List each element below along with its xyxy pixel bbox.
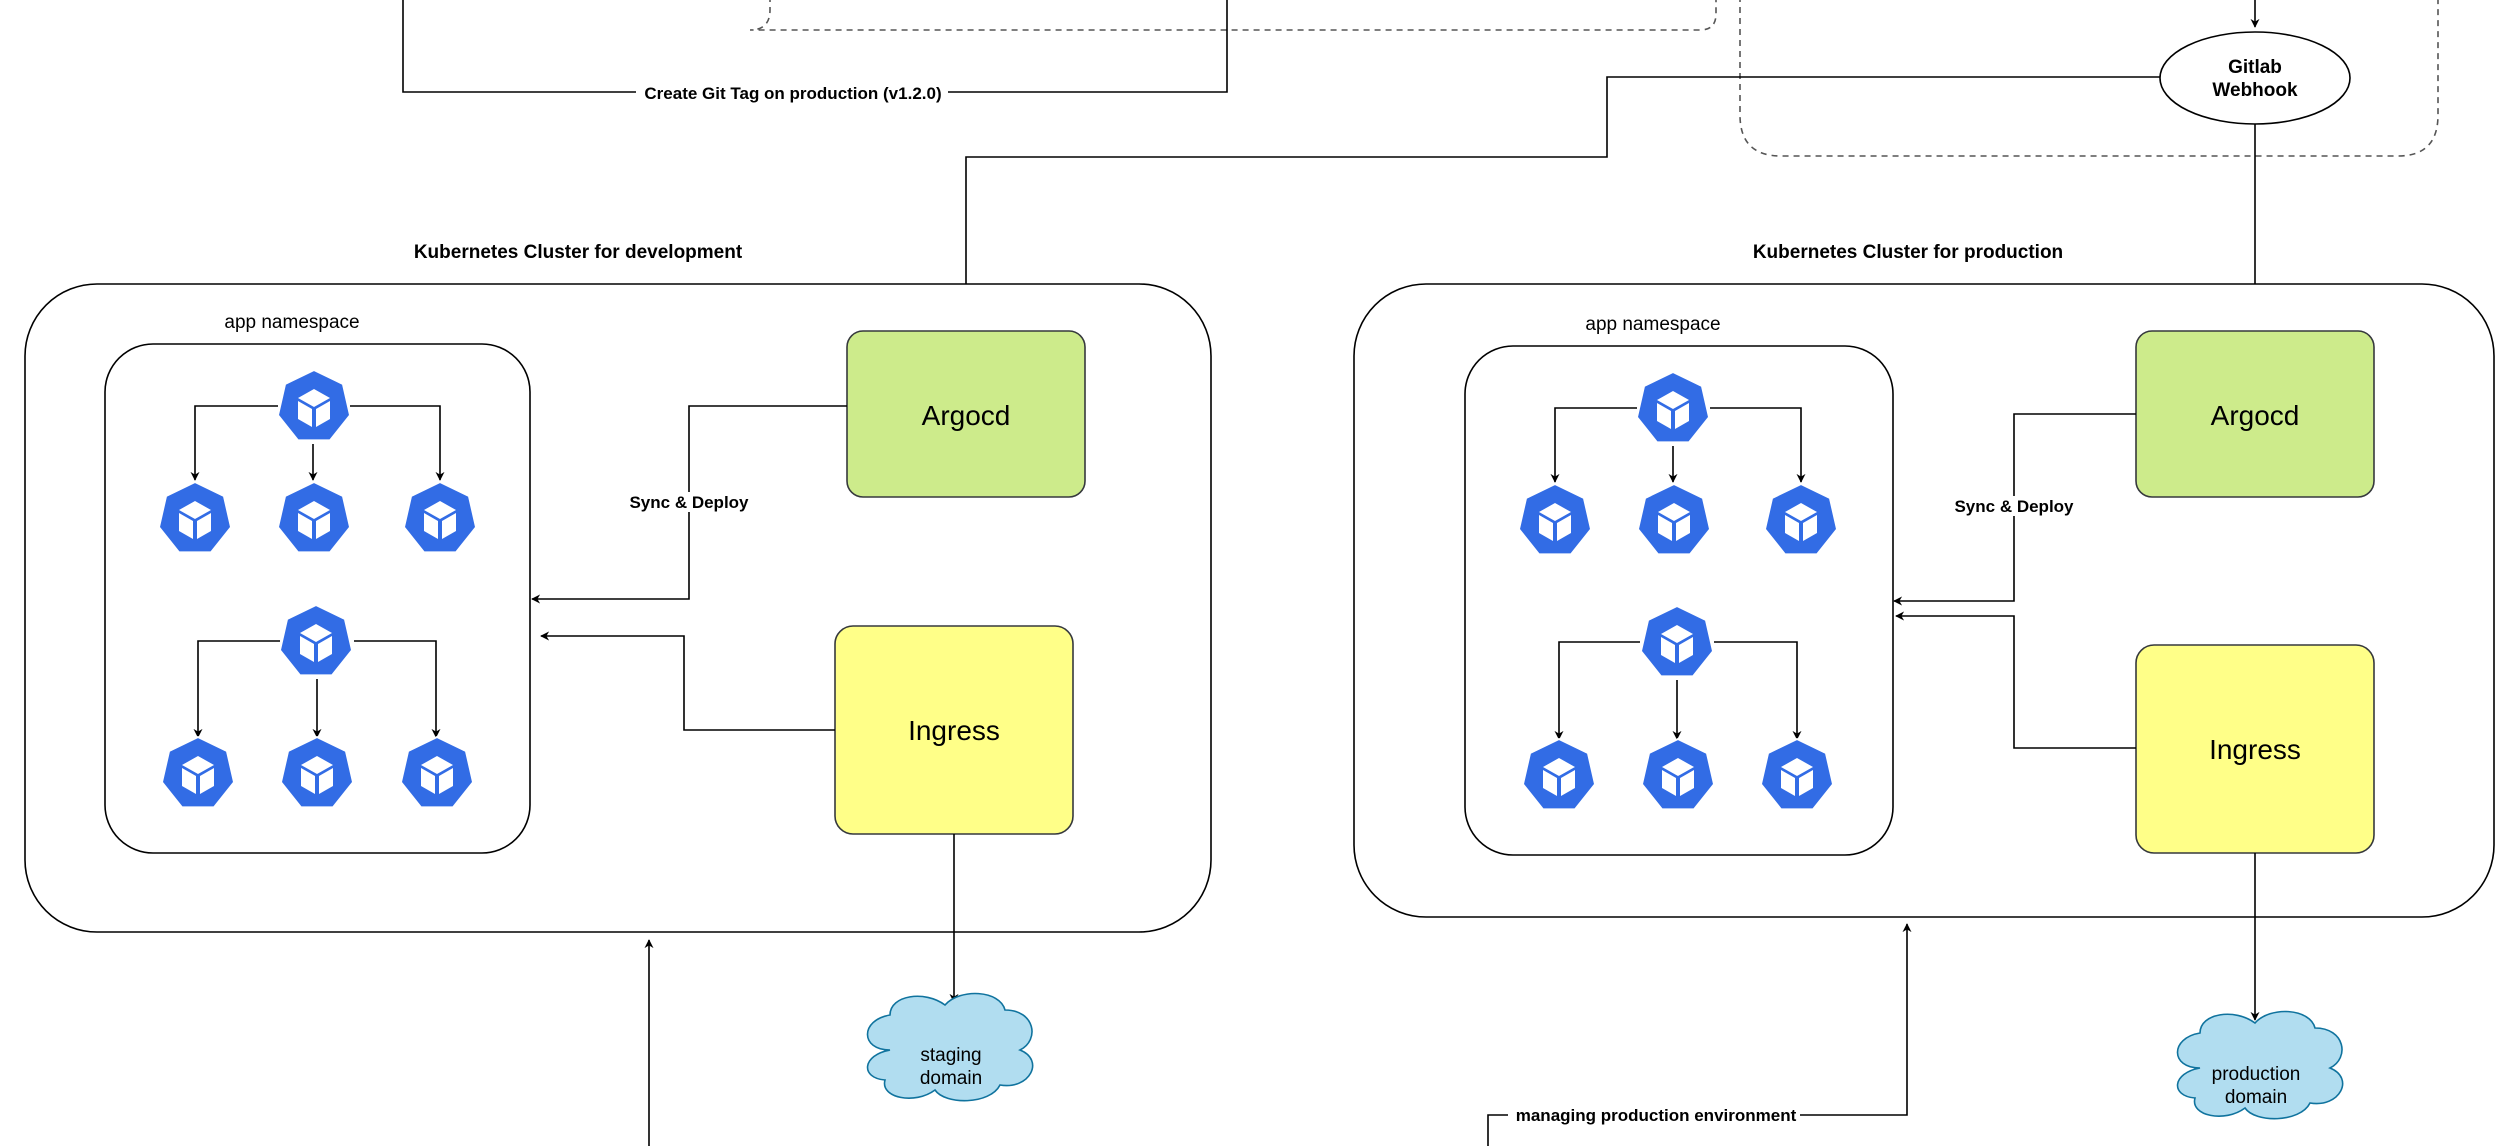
- kubernetes-pod-icon[interactable]: [276, 369, 352, 442]
- staging-domain-cloud[interactable]: [866, 992, 1034, 1102]
- prod-ingress-label: Ingress: [2209, 734, 2301, 765]
- prod-app-namespace-box: [1464, 345, 1894, 856]
- kubernetes-pod-icon[interactable]: [1517, 483, 1593, 556]
- create-git-tag-label: Create Git Tag on production (v1.2.0): [644, 84, 941, 103]
- kubernetes-pod-icon[interactable]: [1635, 371, 1711, 444]
- kubernetes-pod-icon[interactable]: [1521, 738, 1597, 811]
- prod-ingress-to-namespace-arrow: [1895, 611, 2136, 749]
- prod-namespace-label: app namespace: [1585, 314, 1720, 335]
- kubernetes-pod-icon[interactable]: [402, 481, 478, 554]
- dev-sync-deploy-label: Sync & Deploy: [629, 493, 749, 512]
- staging-domain-line2: domain: [920, 1068, 982, 1089]
- label-bg: [1950, 496, 2078, 516]
- staging-domain-line1: staging: [920, 1045, 981, 1066]
- dev-namespace-label: app namespace: [224, 312, 359, 333]
- dev-cluster-title: Kubernetes Cluster for development: [414, 242, 743, 263]
- label-bg: [624, 492, 752, 512]
- kubernetes-pod-icon[interactable]: [160, 736, 236, 809]
- label-bg: [636, 85, 948, 101]
- production-domain-line1: production: [2212, 1064, 2301, 1085]
- dev-argocd-label: Argocd: [922, 400, 1011, 431]
- webhook-to-dev-argocd-arrow: [961, 76, 2160, 331]
- kubernetes-pod-icon[interactable]: [279, 736, 355, 809]
- dev-argocd-box[interactable]: [846, 330, 1086, 498]
- gitlab-webhook-node[interactable]: [2159, 31, 2351, 125]
- kubernetes-pod-icon[interactable]: [157, 481, 233, 554]
- top-dashed-container-left: [749, 0, 1717, 31]
- kubernetes-pod-icon[interactable]: [1763, 483, 1839, 556]
- prod-sync-deploy-label: Sync & Deploy: [1954, 497, 2074, 516]
- kubernetes-pod-icon[interactable]: [276, 481, 352, 554]
- label-bg: [1508, 1106, 1800, 1125]
- git-tag-connector: [402, 0, 1228, 93]
- kubernetes-pod-icon[interactable]: [1640, 738, 1716, 811]
- production-domain-line2: domain: [2225, 1087, 2287, 1108]
- managing-production-label: managing production environment: [1516, 1106, 1797, 1125]
- prod-pod-connectors: [1550, 407, 1806, 740]
- dev-ingress-to-namespace-arrow: [540, 631, 835, 731]
- dev-app-namespace-box: [104, 343, 531, 854]
- webhook-label-line2: Webhook: [2212, 80, 2298, 101]
- kubernetes-pod-icon[interactable]: [399, 736, 475, 809]
- kubernetes-pod-icon[interactable]: [1639, 605, 1715, 678]
- prod-cluster-title: Kubernetes Cluster for production: [1753, 242, 2063, 263]
- kubernetes-pod-icon[interactable]: [1759, 738, 1835, 811]
- dev-ingress-label: Ingress: [908, 715, 1000, 746]
- prod-argocd-label: Argocd: [2211, 400, 2300, 431]
- kubernetes-pod-icon[interactable]: [278, 604, 354, 677]
- top-dashed-container-right: [1739, 0, 2439, 157]
- production-domain-cloud[interactable]: [2176, 1010, 2344, 1120]
- webhook-label-line1: Gitlab: [2228, 57, 2282, 78]
- kubernetes-pod-icon[interactable]: [1636, 483, 1712, 556]
- dev-pod-connectors: [190, 405, 445, 738]
